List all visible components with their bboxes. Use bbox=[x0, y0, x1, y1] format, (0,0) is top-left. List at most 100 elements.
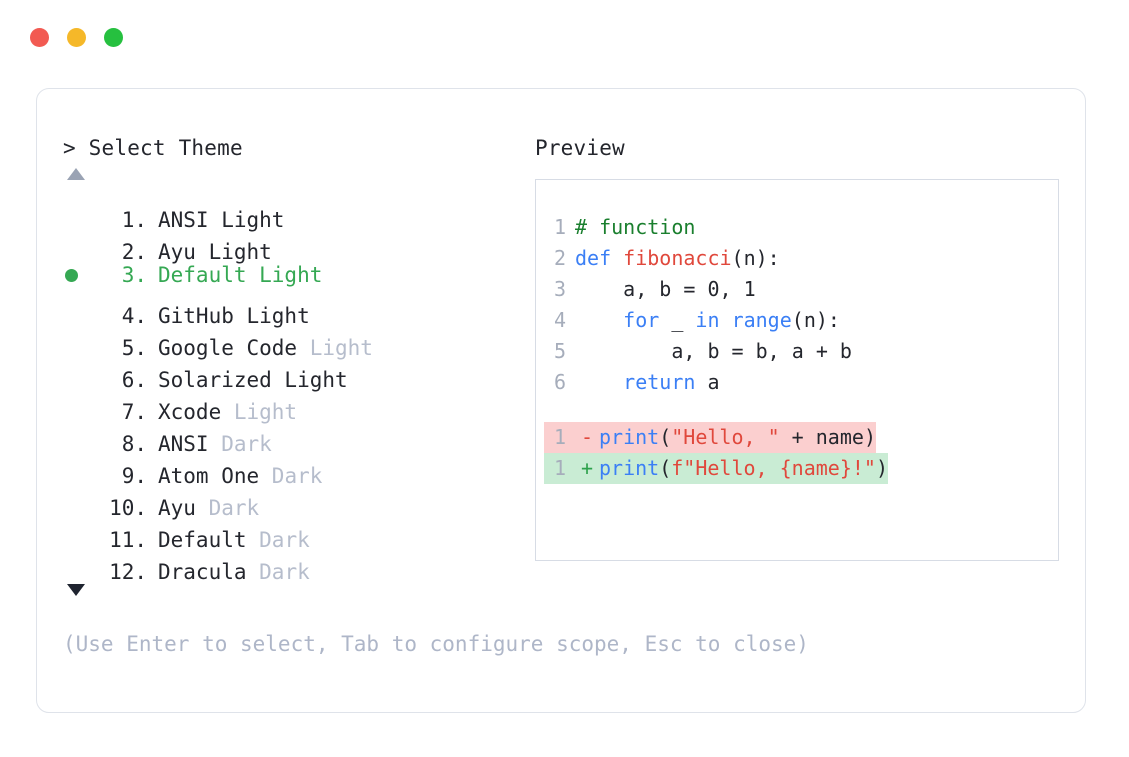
theme-item-name: GitHub Light bbox=[147, 300, 310, 332]
code-token bbox=[575, 370, 623, 394]
selection-bullet-cell bbox=[63, 515, 93, 547]
theme-list-item[interactable]: 9. Atom One Dark bbox=[63, 451, 533, 488]
theme-item-number: 1. bbox=[121, 208, 147, 232]
code-line: 6 return a bbox=[544, 367, 720, 398]
theme-list-item[interactable]: 6. Solarized Light bbox=[63, 355, 533, 392]
theme-item-name-text: Ayu Light bbox=[158, 240, 272, 264]
selection-bullet-cell bbox=[63, 547, 93, 579]
code-token: for bbox=[623, 308, 660, 332]
selection-bullet-cell bbox=[63, 291, 93, 323]
theme-list-item[interactable]: 4.GitHub Light bbox=[63, 291, 533, 328]
theme-item-name-text: Default Light bbox=[158, 263, 323, 287]
code-token: (n): bbox=[791, 308, 840, 332]
minimize-window-button[interactable] bbox=[67, 28, 86, 47]
theme-item-name: Ayu Dark bbox=[147, 492, 259, 524]
theme-item-name: Google Code Light bbox=[147, 332, 373, 364]
code-line-source: a, b = 0, 1 bbox=[575, 274, 756, 305]
maximize-window-button[interactable] bbox=[104, 28, 123, 47]
select-theme-prompt: > Select Theme bbox=[63, 136, 243, 160]
code-token: ( bbox=[659, 425, 672, 449]
theme-item-number: 10. bbox=[109, 496, 147, 520]
code-token bbox=[720, 308, 732, 332]
theme-list-item[interactable]: 11.Default Dark bbox=[63, 515, 533, 552]
diff-removed-line: 1-print("Hello, " + name) bbox=[544, 422, 876, 453]
triangle-up-icon bbox=[67, 168, 85, 180]
code-line-number: 5 bbox=[553, 339, 566, 363]
triangle-down-icon bbox=[67, 584, 85, 596]
selection-bullet-cell bbox=[63, 387, 93, 419]
theme-item-variant-badge: Light bbox=[297, 336, 373, 360]
theme-item-number: 3. bbox=[121, 263, 147, 287]
theme-item-variant-badge: Light bbox=[221, 400, 298, 424]
window-titlebar bbox=[30, 28, 123, 47]
theme-item-name-text: Atom One bbox=[158, 464, 260, 488]
code-line-number: 6 bbox=[553, 370, 566, 394]
theme-item-variant-badge: Dark bbox=[195, 496, 260, 520]
selection-bullet-cell bbox=[63, 451, 93, 483]
code-token: f"Hello, {name}!" bbox=[671, 456, 876, 480]
code-token: _ bbox=[659, 308, 696, 332]
theme-list-item[interactable]: 2. Ayu Light bbox=[63, 227, 533, 264]
theme-item-number: 2. bbox=[121, 240, 147, 264]
theme-item-name: Atom One Dark bbox=[147, 460, 322, 492]
theme-item-variant-badge: Dark bbox=[246, 560, 310, 584]
theme-item-number: 7. bbox=[121, 400, 147, 424]
selected-bullet-icon bbox=[65, 269, 78, 282]
selection-bullet-cell bbox=[63, 419, 93, 451]
theme-list-item[interactable]: 1.ANSI Light bbox=[63, 195, 533, 232]
theme-item-variant-badge: Dark bbox=[259, 464, 323, 488]
diff-added-line: 1+print(f"Hello, {name}!") bbox=[544, 453, 889, 484]
theme-list-item[interactable]: 10. Ayu Dark bbox=[63, 483, 533, 520]
code-line: 1 # function bbox=[544, 212, 695, 243]
theme-item-name: Dracula Dark bbox=[147, 556, 310, 588]
theme-item-name-text: Solarized Light bbox=[158, 368, 348, 392]
theme-list-item[interactable]: 12.Dracula Dark bbox=[63, 547, 533, 584]
theme-item-name: Default Light bbox=[147, 259, 322, 291]
code-token: ) bbox=[863, 425, 876, 449]
theme-item-name: Ayu Light bbox=[147, 236, 272, 268]
code-token: # function bbox=[575, 215, 696, 239]
theme-item-name-text: Xcode bbox=[158, 400, 222, 424]
diff-minus-marker: - bbox=[580, 425, 594, 449]
code-line-source: # function bbox=[575, 212, 695, 243]
theme-item-name-text: Ayu bbox=[158, 496, 196, 520]
code-token: a, b = 0, 1 bbox=[575, 277, 756, 301]
selection-bullet-cell bbox=[63, 355, 93, 387]
theme-item-name: ANSI Light bbox=[147, 204, 284, 236]
code-line-source: a, b = b, a + b bbox=[575, 336, 852, 367]
theme-item-number: 9. bbox=[121, 464, 147, 488]
theme-list-item[interactable]: 8.ANSI Dark bbox=[63, 419, 533, 456]
theme-item-variant-badge: Dark bbox=[246, 528, 310, 552]
code-line-number: 1 bbox=[553, 456, 566, 480]
scroll-up-indicator[interactable] bbox=[63, 163, 533, 185]
code-token: in bbox=[695, 308, 720, 332]
code-token: a bbox=[695, 370, 720, 394]
theme-item-variant-badge: Dark bbox=[208, 432, 272, 456]
close-window-button[interactable] bbox=[30, 28, 49, 47]
keyboard-hint: (Use Enter to select, Tab to configure s… bbox=[63, 632, 809, 656]
code-token: def bbox=[575, 246, 624, 270]
theme-item-name: Default Dark bbox=[147, 524, 310, 556]
preview-heading: Preview bbox=[535, 136, 625, 160]
code-line-source: def fibonacci(n): bbox=[575, 243, 780, 274]
code-token: return bbox=[623, 370, 696, 394]
code-line-number: 3 bbox=[553, 277, 566, 301]
code-line-number: 1 bbox=[553, 215, 566, 239]
theme-item-number: 6. bbox=[121, 368, 147, 392]
diff-plus-marker: + bbox=[580, 456, 594, 480]
code-line: 4 for _ in range(n): bbox=[544, 305, 840, 336]
theme-list-item[interactable]: 7. Xcode Light bbox=[63, 387, 533, 424]
theme-item-name: ANSI Dark bbox=[147, 428, 272, 460]
theme-list-item[interactable]: 5.Google Code Light bbox=[63, 323, 533, 360]
code-token: range bbox=[731, 308, 792, 332]
theme-list-item[interactable]: 3. Default Light bbox=[63, 259, 533, 291]
scroll-down-indicator[interactable] bbox=[63, 579, 533, 601]
code-token: ( bbox=[659, 456, 672, 480]
